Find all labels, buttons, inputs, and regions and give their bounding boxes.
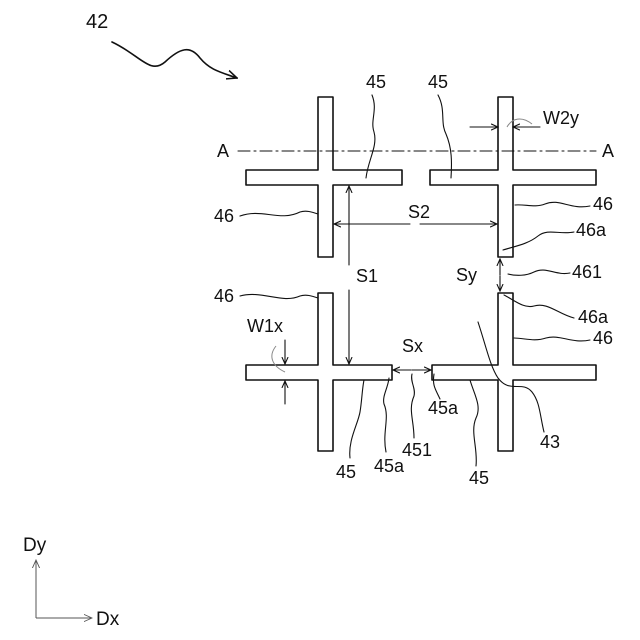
leader-451 xyxy=(411,374,414,438)
leader-45-bottom-left xyxy=(350,380,364,458)
cross-top-left xyxy=(246,97,402,257)
w2y-leader xyxy=(507,119,532,127)
w1x-leader xyxy=(272,346,285,372)
axis-dy-label: Dy xyxy=(23,535,47,556)
leader-46-bottom-left xyxy=(240,294,318,298)
leader-45a-left xyxy=(384,378,389,452)
leader-45-bottom-right xyxy=(470,380,478,466)
dim-sx: Sx xyxy=(402,336,423,356)
leader-46a-bottom xyxy=(504,295,574,318)
leader-45-top-left xyxy=(366,95,375,178)
ref-45-bottom-left: 45 xyxy=(336,462,356,482)
leader-46-top-left xyxy=(240,211,318,216)
ref-46-top-right: 46 xyxy=(593,194,613,214)
axis-dx-label: Dx xyxy=(96,609,120,630)
figure-number: 42 xyxy=(86,11,108,33)
ref-451: 451 xyxy=(402,440,432,460)
dim-s2: S2 xyxy=(408,202,430,222)
dim-sy: Sy xyxy=(456,265,477,285)
ref-45-top-right: 45 xyxy=(428,72,448,92)
section-label-right: A xyxy=(602,141,614,161)
leader-43 xyxy=(478,322,544,432)
ref-46-bottom-right: 46 xyxy=(593,328,613,348)
dim-s1: S1 xyxy=(356,266,378,286)
ref-46-top-left: 46 xyxy=(214,206,234,226)
ref-45a-right: 45a xyxy=(428,398,459,418)
ref-45a-left: 45a xyxy=(374,456,405,476)
ref-43: 43 xyxy=(540,432,560,452)
leader-45a-right xyxy=(433,374,440,399)
figure-leader-line xyxy=(112,42,237,78)
leader-461 xyxy=(508,270,570,275)
ref-45-top-left: 45 xyxy=(366,72,386,92)
dim-w1x: W1x xyxy=(247,316,283,336)
dim-w2y: W2y xyxy=(543,108,579,128)
section-label-left: A xyxy=(217,141,229,161)
ref-45-bottom-right: 45 xyxy=(469,468,489,488)
ref-46a-top: 46a xyxy=(576,220,607,240)
leader-46-top-right xyxy=(515,202,590,207)
ref-461: 461 xyxy=(572,262,602,282)
ref-46-bottom-left: 46 xyxy=(214,286,234,306)
ref-46a-bottom: 46a xyxy=(578,307,609,327)
leader-46-bottom-right xyxy=(514,337,590,341)
leader-45-top-right xyxy=(438,95,451,178)
